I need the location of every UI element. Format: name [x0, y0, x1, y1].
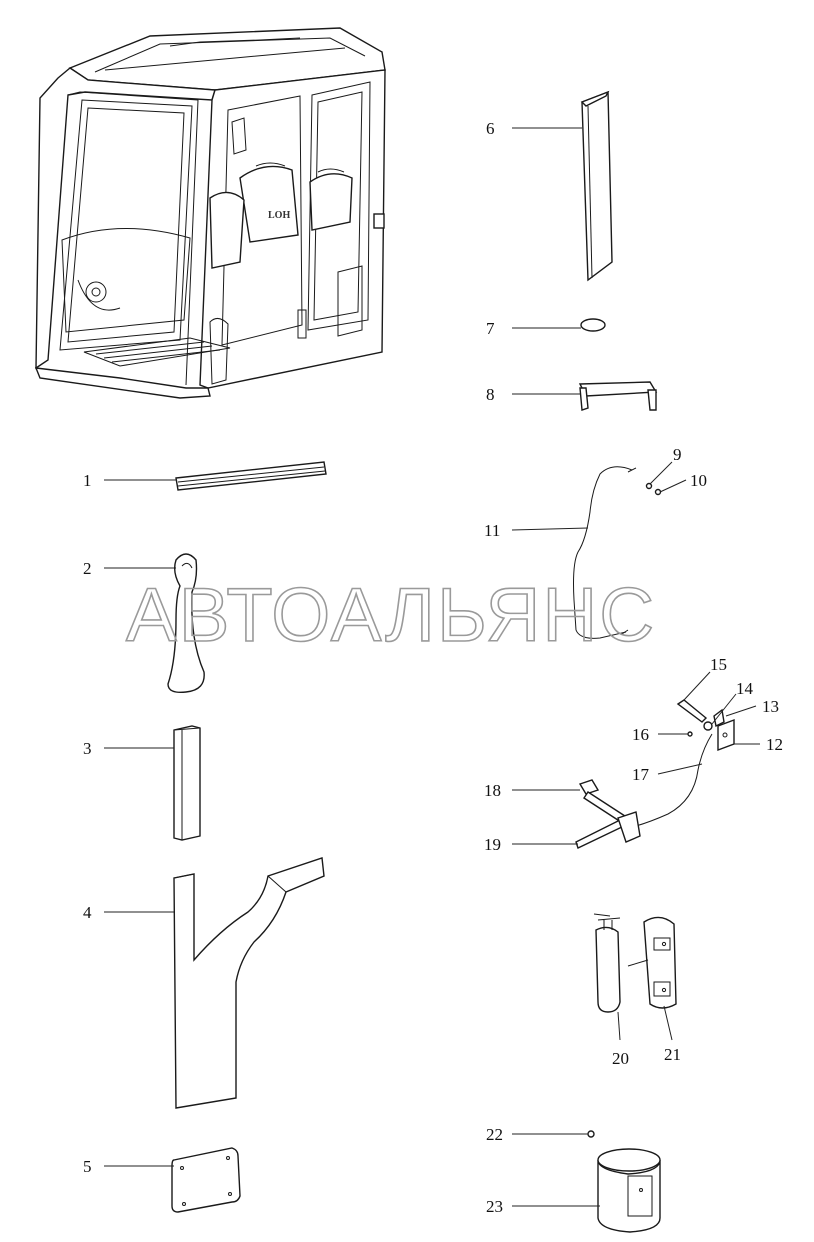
part-11-handrail [573, 466, 633, 639]
part-3-panel [173, 725, 201, 841]
part-6-cover [581, 90, 613, 282]
part-5-plate [171, 1147, 241, 1213]
part-7-plug [580, 318, 606, 332]
callout-1: 1 [83, 471, 92, 490]
part-16-pin [687, 731, 693, 737]
watermark: АВТОАЛЬЯНС [126, 573, 656, 658]
cab-logo-text: LOH [268, 210, 290, 221]
callout-21: 21 [664, 1045, 681, 1064]
callout-16: 16 [632, 725, 649, 744]
callout-4: 4 [83, 903, 92, 922]
part-22-screw [587, 1130, 595, 1138]
callout-5: 5 [83, 1157, 92, 1176]
part-1-strip [175, 461, 327, 491]
callout-23: 23 [486, 1197, 503, 1216]
callout-11: 11 [484, 521, 500, 540]
callout-13: 13 [762, 697, 779, 716]
callout-3: 3 [83, 739, 92, 758]
leader-lines [104, 127, 760, 1207]
callout-2: 2 [83, 559, 92, 578]
part-10-screw [654, 488, 662, 496]
part-23-holder [597, 1148, 661, 1233]
callout-9: 9 [673, 445, 682, 464]
callout-6: 6 [486, 119, 495, 138]
callout-20: 20 [612, 1049, 629, 1068]
callout-labels: 1 2 3 4 5 6 7 8 9 10 11 12 13 14 15 16 1… [83, 119, 783, 1216]
part-21-bracket [627, 916, 677, 1009]
callout-18: 18 [484, 781, 501, 800]
callout-17: 17 [632, 765, 650, 784]
callout-14: 14 [736, 679, 754, 698]
part-17-cable [635, 733, 713, 827]
callout-19: 19 [484, 835, 501, 854]
callout-7: 7 [486, 319, 495, 338]
part-19-rod [575, 811, 641, 849]
callout-10: 10 [690, 471, 707, 490]
part-18-latch [578, 779, 629, 825]
part-20-fire-extinguisher [593, 913, 621, 1013]
callout-8: 8 [486, 385, 495, 404]
part-9-washer [645, 482, 653, 490]
part-15-bolt [676, 699, 708, 723]
part-2-seal [167, 553, 205, 694]
callout-12: 12 [766, 735, 783, 754]
part-4-panel [173, 857, 325, 1109]
callout-15: 15 [710, 655, 727, 674]
operator-cab: LOH [34, 27, 386, 399]
part-14-washer [703, 721, 713, 731]
part-8-handle [578, 381, 658, 411]
callout-22: 22 [486, 1125, 503, 1144]
part-13-clip [713, 708, 725, 728]
